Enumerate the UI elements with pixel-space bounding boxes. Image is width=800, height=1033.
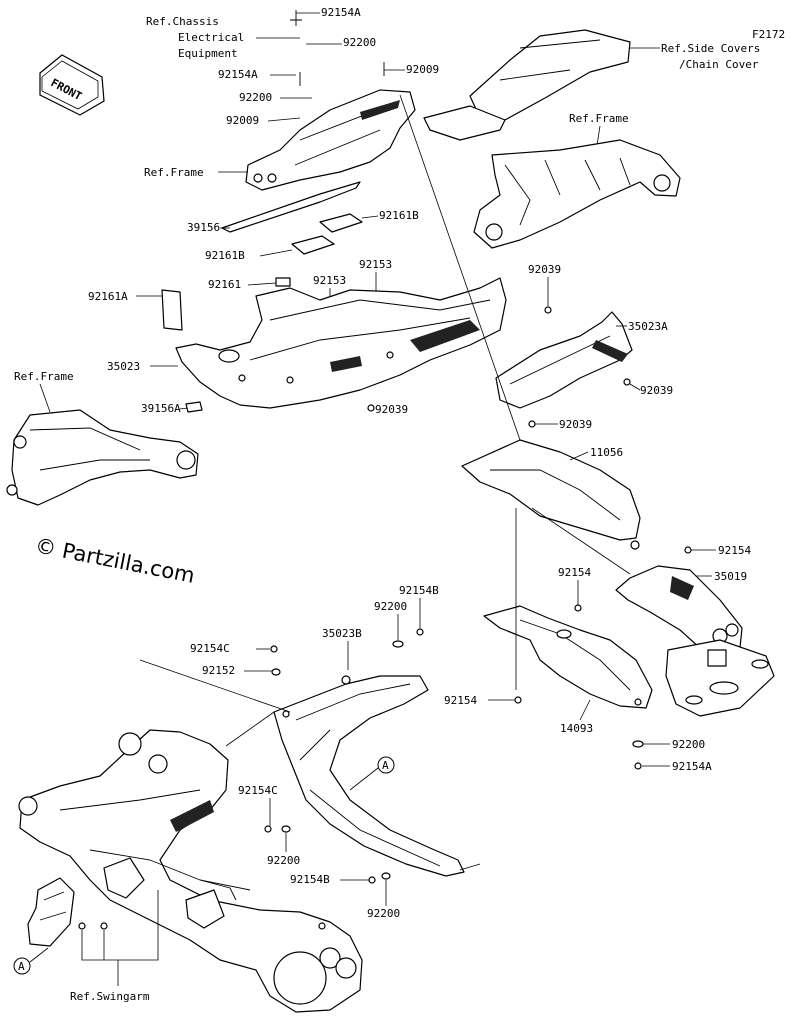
label-92009-right: 92009 [406,63,439,76]
label-35023A: 35023A [628,320,668,333]
label-92154-mid-right: 92154 [558,566,591,579]
label-11056: 11056 [590,446,623,459]
label-92154-upper-right: 92154 [718,544,751,557]
label-92154-lower-center: 92154 [444,694,477,707]
callout-a-right [377,756,395,774]
label-92200-lower-center: 92200 [267,854,300,867]
label-92200-lower-right: 92200 [672,738,705,751]
label-ref-chassis: Ref.Chassis [146,15,219,28]
label-14093: 14093 [560,722,593,735]
frame-section-left [6,409,199,506]
label-92161: 92161 [208,278,241,291]
side-cover-part [423,29,631,141]
label-ref-frame-top-right: Ref.Frame [569,112,629,125]
label-figure-code: F2172 [752,28,785,41]
pad-92161B-upper [319,213,363,233]
label-35019: 35019 [714,570,747,583]
callout-a-left-label: A [18,960,25,973]
seat-tray-part [175,277,507,409]
pad-92161 [275,277,291,287]
label-92161A: 92161A [88,290,128,303]
label-92200-bottom: 92200 [367,907,400,920]
label-92154B-lower: 92154B [290,873,330,886]
label-92154C-upper: 92154C [190,642,230,655]
label-92009-left: 92009 [226,114,259,127]
label-92153-left: 92153 [313,274,346,287]
label-chain-cover: /Chain Cover [679,58,759,71]
callout-a-right-label: A [382,759,389,772]
label-92153-right: 92153 [359,258,392,271]
label-ref-frame-left: Ref.Frame [14,370,74,383]
label-ref-swingarm: Ref.Swingarm [70,990,150,1003]
label-92154A-lower-right: 92154A [672,760,712,773]
label-39156A: 39156A [141,402,181,415]
strip-39156A [185,401,203,413]
label-92152: 92152 [202,664,235,677]
frame-section-top-right [473,139,681,249]
side-cover-35023A [495,311,633,409]
label-39156: 39156 [187,221,220,234]
pad-92161A [161,289,183,331]
chain-cover-35023B [273,675,465,877]
strip-39156 [221,181,361,233]
pad-92161B-lower [291,235,335,255]
label-35023B: 35023B [322,627,362,640]
label-92039-lower-right: 92039 [559,418,592,431]
label-92039-right: 92039 [640,384,673,397]
label-92200-upper-center: 92200 [374,600,407,613]
swingarm-part [18,729,363,1013]
label-92039-center: 92039 [375,403,408,416]
callout-a-left [13,957,31,975]
label-92154A-top: 92154A [321,6,361,19]
label-ref-frame-upper: Ref.Frame [144,166,204,179]
label-35023: 35023 [107,360,140,373]
swingarm-bracket [27,877,75,947]
label-92161B-upper: 92161B [379,209,419,222]
label-92154B-upper: 92154B [399,584,439,597]
label-92154A-mid: 92154A [218,68,258,81]
label-ref-side-covers: Ref.Side Covers [661,42,760,55]
bracket-11056 [461,439,641,550]
label-92039-top: 92039 [528,263,561,276]
label-equipment: Equipment [178,47,238,60]
label-92200-mid: 92200 [239,91,272,104]
watermark: © Partzilla.com [33,533,197,587]
label-electrical: Electrical [178,31,244,44]
label-92200-top: 92200 [343,36,376,49]
rear-fender-35019 [615,565,775,717]
label-92154C-lower: 92154C [238,784,278,797]
upper-bracket-part [245,10,416,191]
mudguard-14093 [483,605,653,709]
front-arrow-badge: FRONT [39,54,105,116]
label-92161B-lower: 92161B [205,249,245,262]
